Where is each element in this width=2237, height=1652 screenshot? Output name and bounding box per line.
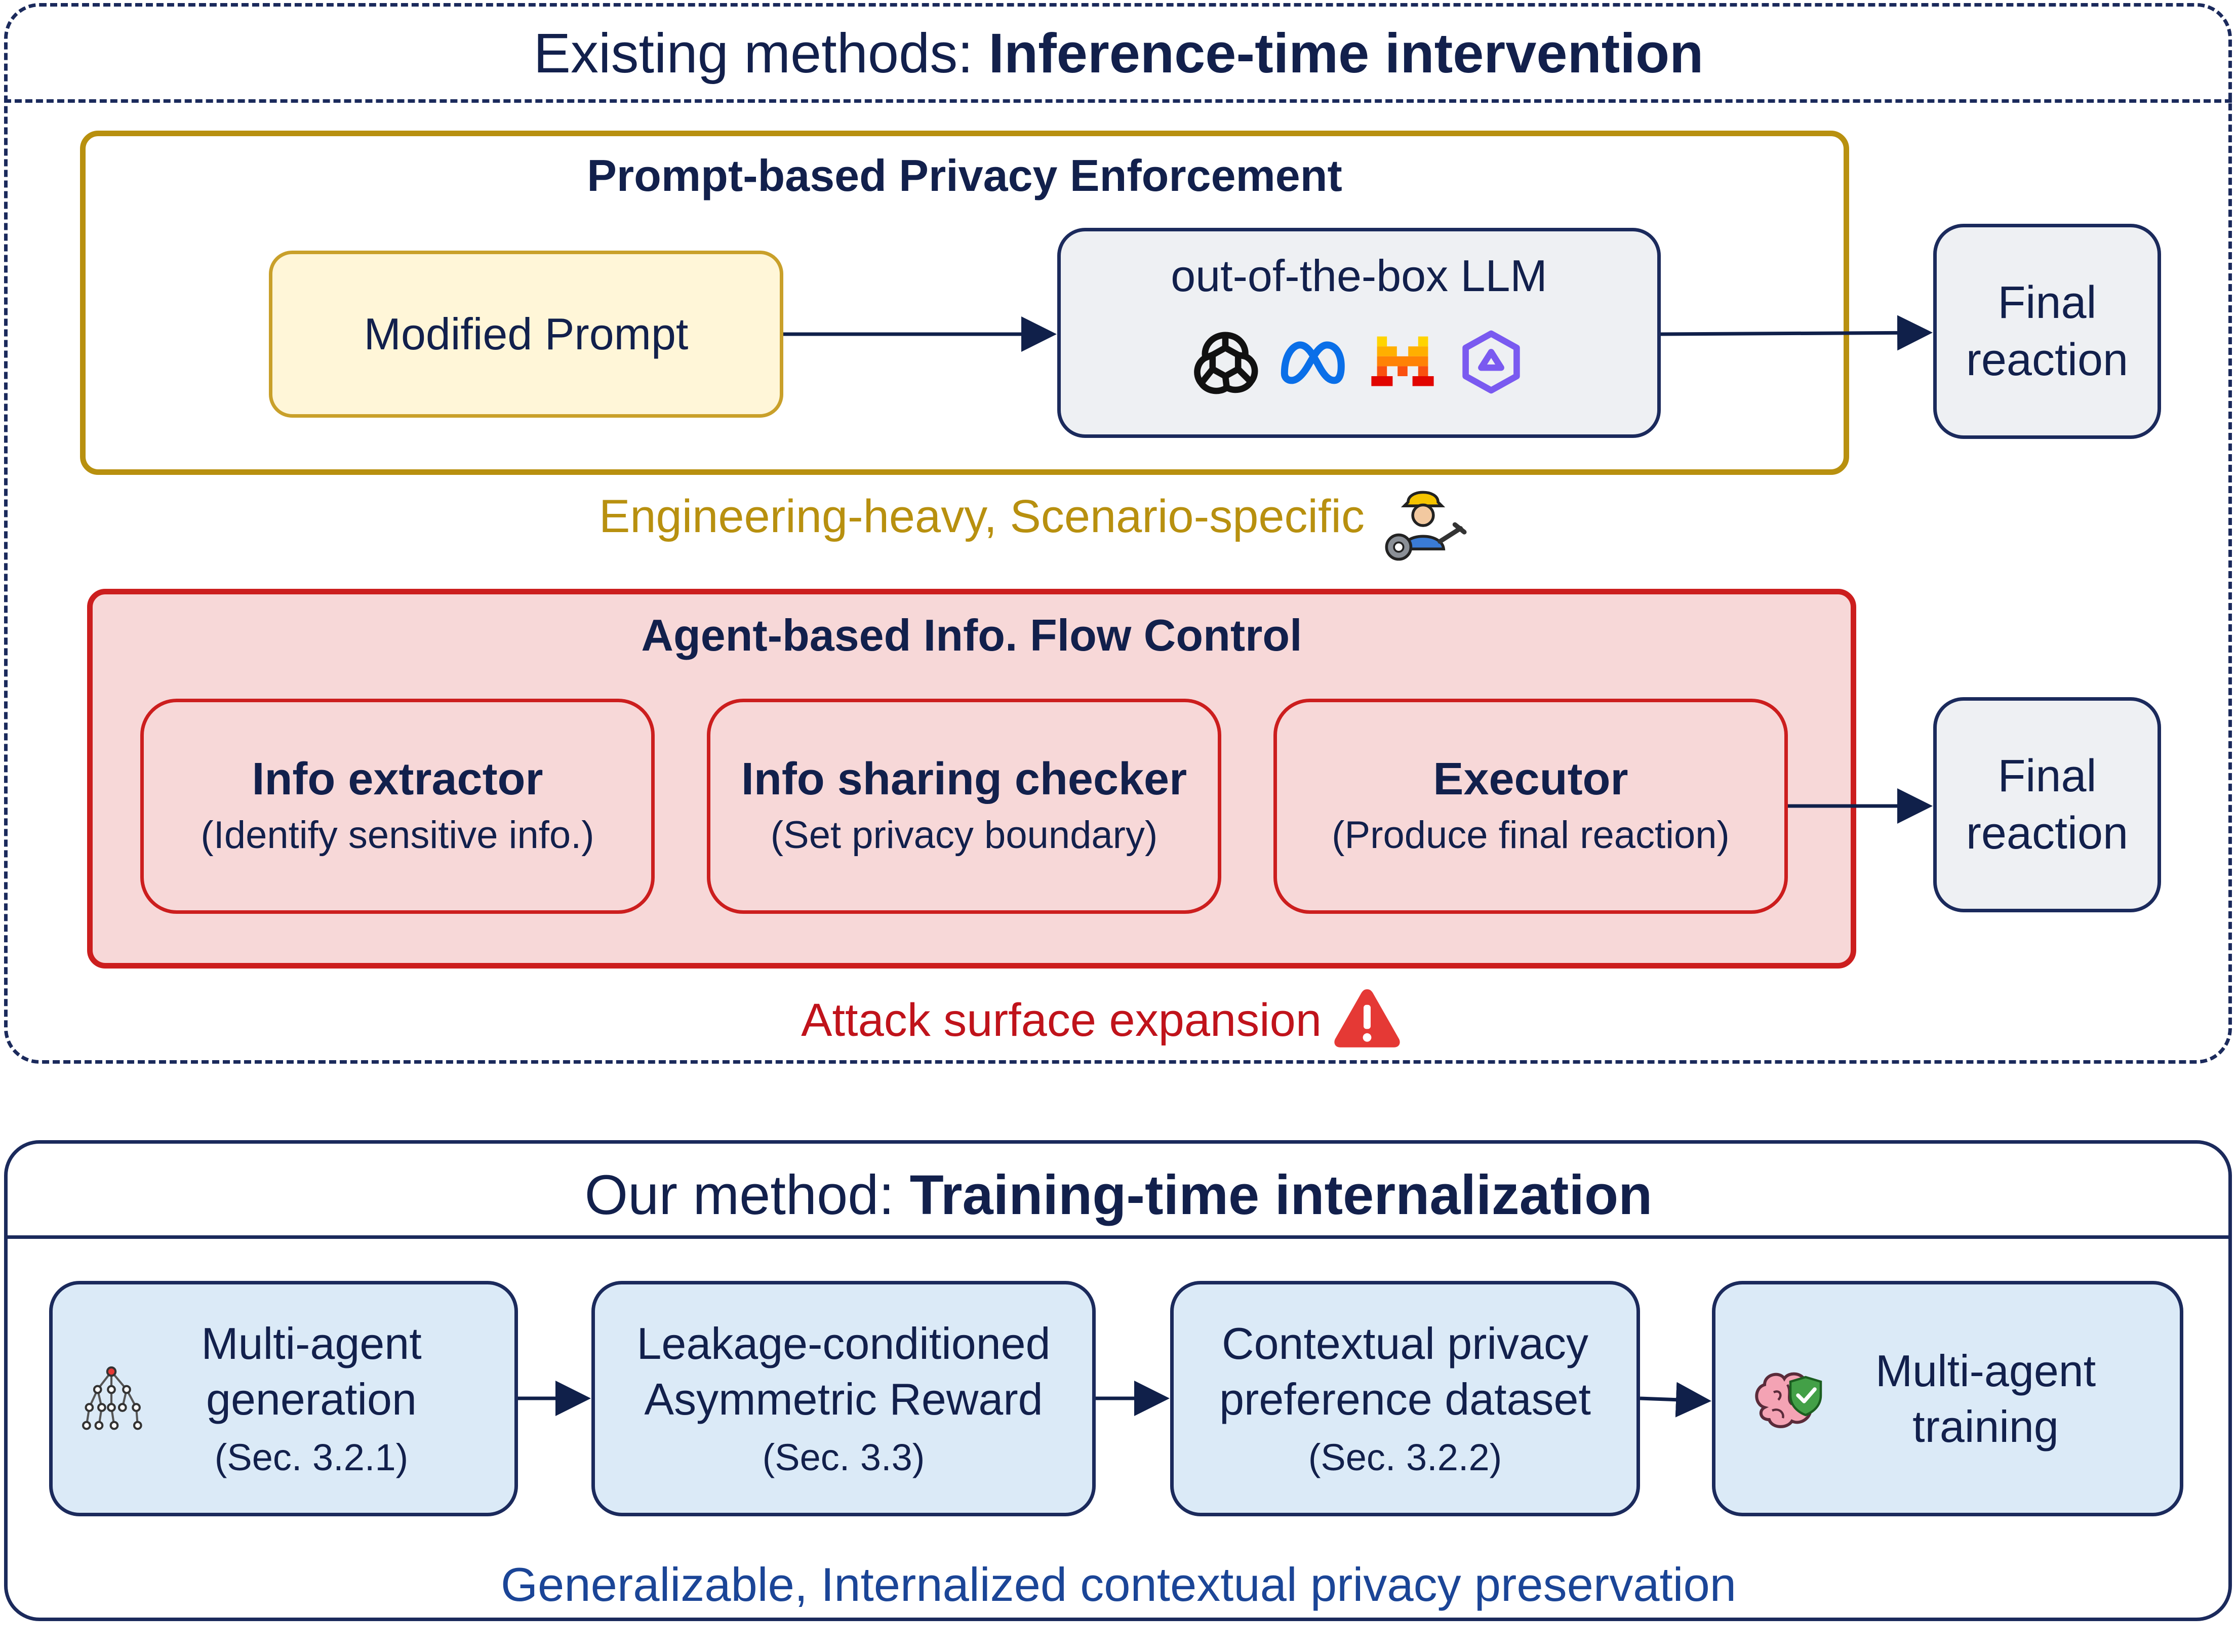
- arrow-step3-to-step4: [1640, 1382, 1711, 1418]
- final-reaction-box-agent: Final reaction: [1933, 697, 2161, 912]
- brain-shield-icon: [1755, 1372, 1822, 1428]
- step-line1: Multi-agent: [1875, 1345, 2096, 1396]
- agent-name: Info sharing checker: [741, 754, 1187, 805]
- llm-box: [1057, 228, 1661, 438]
- final-reaction-line1: Final: [1998, 751, 2097, 801]
- agent-name: Info extractor: [252, 754, 543, 805]
- executor-box: Executor (Produce final reaction): [1273, 699, 1788, 914]
- step-line2: Asymmetric Reward: [644, 1374, 1043, 1425]
- final-reaction-line2: reaction: [1966, 808, 2129, 859]
- warning-icon: [1334, 989, 1400, 1047]
- info-extractor-box: Info extractor (Identify sensitive info.…: [140, 699, 655, 914]
- asymmetric-reward-box: Leakage-conditioned Asymmetric Reward (S…: [591, 1281, 1096, 1516]
- final-reaction-line1: Final: [1998, 277, 2097, 328]
- our-method-title-plain: Our method:: [584, 1163, 910, 1226]
- attack-caption: Attack surface expansion: [506, 985, 1519, 1056]
- final-reaction-box-prompt: Final reaction: [1933, 224, 2161, 439]
- step-line1: Contextual privacy: [1222, 1318, 1588, 1369]
- tree-graph-icon: [82, 1366, 142, 1430]
- llm-label: out-of-the-box LLM: [1171, 251, 1547, 301]
- step-1-text: Multi-agent generation (Sec. 3.2.1): [145, 1316, 421, 1481]
- existing-methods-divider: [4, 99, 2232, 103]
- step-line1: Leakage-conditioned: [636, 1318, 1051, 1369]
- bottom-caption: Generalizable, Internalized contextual p…: [500, 1558, 1737, 1611]
- step-line2: preference dataset: [1219, 1374, 1591, 1425]
- existing-methods-title-plain: Existing methods:: [533, 22, 989, 85]
- multi-agent-generation-box: Multi-agent generation (Sec. 3.2.1): [49, 1281, 518, 1516]
- engineering-caption-text: Engineering-heavy, Scenario-specific: [599, 491, 1365, 542]
- step-line1: Multi-agent: [201, 1318, 422, 1369]
- step-line2: generation: [206, 1374, 417, 1425]
- our-method-title-bold: Training-time internalization: [909, 1163, 1653, 1226]
- existing-methods-frame: [4, 3, 2232, 1064]
- our-method-title: Our method: Training-time internalizatio…: [0, 1159, 2237, 1230]
- attack-caption-text: Attack surface expansion: [801, 994, 1322, 1046]
- agent-desc: (Set privacy boundary): [770, 814, 1158, 857]
- openai-logo-icon: [1194, 332, 1258, 394]
- our-method-frame: [4, 1140, 2232, 1621]
- our-method-divider: [4, 1235, 2232, 1239]
- engineer-icon: [1385, 491, 1467, 561]
- modified-prompt-box: Modified Prompt: [269, 251, 783, 418]
- arrow-llm-to-final: [1660, 315, 1933, 351]
- meta-logo-icon: [1281, 341, 1345, 384]
- agent-desc: (Produce final reaction): [1332, 814, 1730, 857]
- privacy-preference-dataset-box: Contextual privacy preference dataset (S…: [1170, 1281, 1640, 1516]
- existing-methods-title: Existing methods: Inference-time interve…: [0, 15, 2237, 91]
- final-reaction-line2: reaction: [1966, 334, 2129, 385]
- existing-methods-title-bold: Inference-time intervention: [988, 22, 1704, 85]
- qwen-logo-icon: [1462, 330, 1520, 394]
- step-sec: (Sec. 3.3): [762, 1436, 925, 1479]
- info-sharing-checker-box: Info sharing checker (Set privacy bounda…: [707, 699, 1221, 914]
- agent-desc: (Identify sensitive info.): [201, 814, 594, 857]
- agent-name: Executor: [1433, 754, 1628, 805]
- prompt-based-group-title: Prompt-based Privacy Enforcement: [587, 150, 1342, 200]
- step-sec: (Sec. 3.2.2): [1308, 1436, 1502, 1479]
- step-sec: (Sec. 3.2.1): [214, 1436, 409, 1479]
- step-line2: training: [1912, 1401, 2059, 1452]
- mistral-logo-icon: [1371, 336, 1434, 386]
- step-4-text: Multi-agent training: [1800, 1343, 2096, 1455]
- engineering-caption: Engineering-heavy, Scenario-specific: [506, 483, 1519, 549]
- agent-based-group-title: Agent-based Info. Flow Control: [641, 610, 1302, 660]
